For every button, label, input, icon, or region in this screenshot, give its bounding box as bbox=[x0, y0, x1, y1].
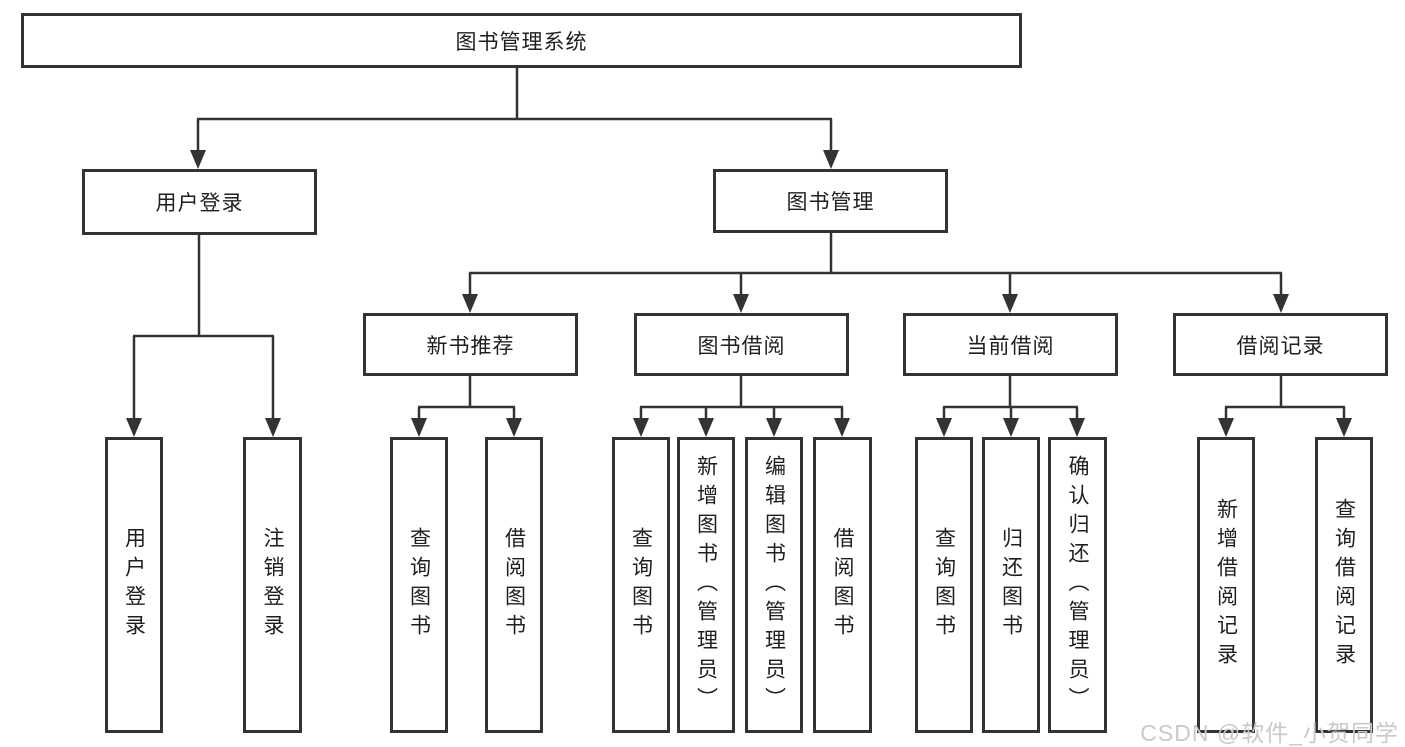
leaf-query-books-2-label: 查询图书 bbox=[629, 527, 653, 643]
node-book-management: 图书管理 bbox=[713, 169, 948, 233]
csdn-watermark: CSDN @软件_小贺同学 bbox=[1140, 720, 1399, 746]
leaf-query-books-2: 查询图书 bbox=[612, 437, 670, 733]
leaf-query-borrow-record-label: 查询借阅记录 bbox=[1332, 498, 1356, 672]
leaf-borrow-books-1-label: 借阅图书 bbox=[502, 527, 526, 643]
leaf-query-books-1: 查询图书 bbox=[390, 437, 448, 733]
leaf-logout-label: 注销登录 bbox=[261, 527, 284, 643]
leaf-query-borrow-record: 查询借阅记录 bbox=[1315, 437, 1373, 733]
node-new-book-recommend-label: 新书推荐 bbox=[426, 334, 515, 358]
node-book-borrow: 图书借阅 bbox=[634, 313, 849, 376]
leaf-borrow-books-2: 借阅图书 bbox=[813, 437, 872, 733]
leaf-borrow-books-1: 借阅图书 bbox=[485, 437, 543, 733]
leaf-query-books-3-label: 查询图书 bbox=[932, 527, 956, 643]
leaf-add-books-admin: 新增图书（管理员） bbox=[677, 437, 735, 733]
node-user-login-label: 用户登录 bbox=[155, 192, 244, 215]
leaf-return-books: 归还图书 bbox=[982, 437, 1040, 733]
leaf-confirm-return-admin-label: 确认归还（管理员） bbox=[1066, 454, 1089, 716]
leaf-return-books-label: 归还图书 bbox=[999, 527, 1023, 643]
node-user-login: 用户登录 bbox=[82, 169, 317, 235]
node-new-book-recommend: 新书推荐 bbox=[363, 313, 578, 376]
node-book-borrow-label: 图书借阅 bbox=[697, 334, 786, 358]
node-borrow-records-label: 借阅记录 bbox=[1236, 334, 1325, 358]
leaf-borrow-books-2-label: 借阅图书 bbox=[831, 527, 854, 643]
node-current-borrow: 当前借阅 bbox=[903, 313, 1118, 376]
leaf-logout: 注销登录 bbox=[243, 437, 302, 733]
node-root-label: 图书管理系统 bbox=[455, 30, 588, 54]
leaf-add-books-admin-label: 新增图书（管理员） bbox=[694, 454, 718, 716]
node-root-system: 图书管理系统 bbox=[21, 13, 1022, 68]
leaf-query-books-1-label: 查询图书 bbox=[407, 527, 431, 643]
leaf-add-borrow-record: 新增借阅记录 bbox=[1197, 437, 1255, 733]
node-book-management-label: 图书管理 bbox=[786, 191, 875, 214]
node-current-borrow-label: 当前借阅 bbox=[966, 334, 1055, 358]
leaf-user-login: 用户登录 bbox=[105, 437, 163, 733]
leaf-edit-books-admin: 编辑图书（管理员） bbox=[745, 437, 803, 733]
leaf-confirm-return-admin: 确认归还（管理员） bbox=[1048, 437, 1107, 733]
leaf-user-login-label: 用户登录 bbox=[122, 527, 146, 643]
node-borrow-records: 借阅记录 bbox=[1173, 313, 1388, 376]
leaf-query-books-3: 查询图书 bbox=[915, 437, 973, 733]
leaf-edit-books-admin-label: 编辑图书（管理员） bbox=[762, 454, 786, 716]
leaf-add-borrow-record-label: 新增借阅记录 bbox=[1214, 498, 1238, 672]
